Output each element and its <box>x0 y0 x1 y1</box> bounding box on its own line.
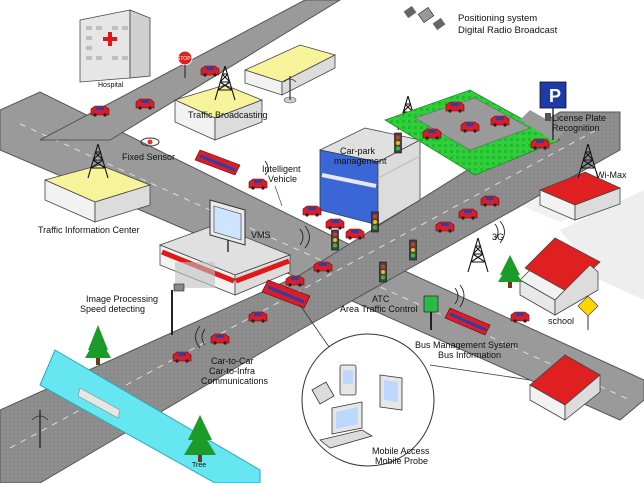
school-sign <box>577 295 599 330</box>
intelligent-vehicle-bus <box>194 149 241 176</box>
label-vms: VMS <box>251 230 271 240</box>
tree-icon <box>85 325 111 365</box>
label-car-park-1: Car-park <box>340 146 376 156</box>
upper-road <box>39 0 341 141</box>
satellite-icon <box>403 5 446 31</box>
truck <box>243 44 337 96</box>
label-bus-management-2: Bus Information <box>438 350 502 360</box>
bus-sign <box>423 295 439 330</box>
label-tree: Tree <box>192 462 207 469</box>
label-intelligent-vehicle-2: Vehicle <box>268 174 298 184</box>
signal-arcs <box>195 160 505 349</box>
antenna-top <box>283 76 297 104</box>
label-positioning-2: Digital Radio Broadcast <box>458 25 558 36</box>
label-3g: 3G <box>492 232 505 242</box>
label-mobile-access-1: Mobile Access <box>372 446 430 456</box>
3g-tower <box>467 237 489 273</box>
traffic-information-center <box>43 143 152 223</box>
tree-icon <box>498 255 522 288</box>
label-bus-management-1: Bus Management System <box>415 340 519 350</box>
label-fixed-sensor: Fixed Sensor <box>122 152 176 162</box>
label-positioning-1: Positioning system <box>458 13 538 24</box>
label-atc-2: Area Traffic Control <box>340 304 418 314</box>
label-intelligent-vehicle-1: Intelligent <box>262 164 301 174</box>
parking-sign <box>539 81 567 140</box>
bus-intersection <box>261 279 311 309</box>
mobile-access-area <box>299 304 531 467</box>
label-license-plate-2: Recognition <box>552 123 600 133</box>
label-mobile-access-2: Mobile Probe <box>375 456 429 466</box>
speed-camera <box>171 283 185 335</box>
vms-monitor <box>209 199 246 252</box>
tree-icon <box>184 415 216 462</box>
label-car-to-car-3: Communications <box>201 376 269 386</box>
label-car-to-car-1: Car-to-Car <box>211 356 254 366</box>
house-bottom-right <box>529 354 601 421</box>
label-license-plate-1: License Plate <box>552 113 607 123</box>
label-atc-1: ATC <box>372 294 390 304</box>
parking-sign-letter: P <box>549 86 562 106</box>
antenna-bottom-left <box>31 410 49 448</box>
vms-station <box>158 224 292 296</box>
label-car-park-2: management <box>334 156 387 166</box>
hospital-building <box>79 9 151 83</box>
label-traffic-broadcasting: Traffic Broadcasting <box>188 110 268 120</box>
traffic-broadcasting-building <box>173 65 264 141</box>
label-hospital: Hospital <box>98 82 124 89</box>
label-wimax: Wi-Max <box>596 170 627 180</box>
label-image-processing-2: Speed detecting <box>80 304 146 314</box>
bus <box>444 307 491 336</box>
wimax-building <box>538 143 622 221</box>
label-traffic-info-center: Traffic Information Center <box>38 225 140 235</box>
stop-sign <box>177 50 193 78</box>
label-image-processing-1: Image Processing <box>86 294 159 304</box>
fixed-sensor <box>140 137 160 147</box>
label-stop: STOP <box>177 56 191 62</box>
link-lines <box>274 185 283 207</box>
label-school: school <box>548 316 575 326</box>
label-car-to-car-2: Car-to-Infra <box>209 366 256 376</box>
school-building <box>519 237 601 316</box>
